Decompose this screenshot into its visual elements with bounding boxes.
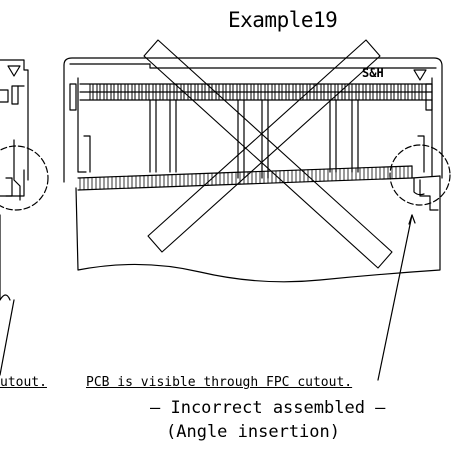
contact-tooth: [236, 83, 241, 101]
contact-tooth: [362, 83, 367, 101]
contact-tooth: [187, 83, 192, 101]
contact-tooth: [222, 83, 227, 101]
contact-tooth: [334, 83, 339, 101]
contact-tooth: [376, 83, 381, 101]
contact-tooth: [271, 83, 276, 101]
highlight-circle-right: [389, 144, 451, 206]
contact-tooth: [201, 83, 206, 101]
contact-tooth: [278, 83, 283, 101]
contact-tooth: [159, 83, 164, 101]
contact-tooth: [355, 83, 360, 101]
contact-tooth: [285, 83, 290, 101]
contact-tooth: [397, 83, 402, 101]
contact-tooth: [152, 83, 157, 101]
contact-tooth: [89, 83, 94, 101]
contact-tooth: [166, 83, 171, 101]
main-connector: [63, 57, 451, 381]
contact-tooth: [110, 83, 115, 101]
contact-tooth: [250, 83, 255, 101]
contact-tooth: [194, 83, 199, 101]
contact-tooth: [257, 83, 262, 101]
brand-mark: S&H: [362, 66, 384, 80]
contact-tooth: [327, 83, 332, 101]
contact-tooth: [320, 83, 325, 101]
contact-tooth: [369, 83, 374, 101]
contact-tooth: [229, 83, 234, 101]
triangle-marker-icon: [7, 65, 21, 77]
caption-line-2: (Angle insertion): [166, 422, 340, 442]
contact-tooth: [103, 83, 108, 101]
contact-tooth: [390, 83, 395, 101]
contact-tooth: [341, 83, 346, 101]
incorrect-x-mark: [143, 39, 393, 269]
contact-tooth: [131, 83, 136, 101]
caption-line-1: – Incorrect assembled –: [150, 398, 386, 418]
contact-tooth: [96, 83, 101, 101]
contact-tooth: [418, 83, 423, 101]
contact-tooth: [383, 83, 388, 101]
contact-tooth: [292, 83, 297, 101]
triangle-marker-icon: [413, 69, 427, 81]
contact-tooth: [124, 83, 129, 101]
contact-tooth: [117, 83, 122, 101]
contact-tooth: [306, 83, 311, 101]
contact-tooth: [411, 83, 416, 101]
contact-tooth: [243, 83, 248, 101]
highlight-circle-left: [0, 145, 49, 211]
contact-tooth: [173, 83, 178, 101]
contact-tooth: [264, 83, 269, 101]
contact-tooth: [348, 83, 353, 101]
contact-tooth: [404, 83, 409, 101]
example-title: Example19: [228, 8, 338, 32]
contact-tooth: [145, 83, 150, 101]
left-connector-partial: [0, 59, 49, 376]
contact-tooth: [138, 83, 143, 101]
note-right: PCB is visible through FPC cutout.: [86, 375, 353, 390]
note-left-partial: utout.: [0, 375, 47, 390]
